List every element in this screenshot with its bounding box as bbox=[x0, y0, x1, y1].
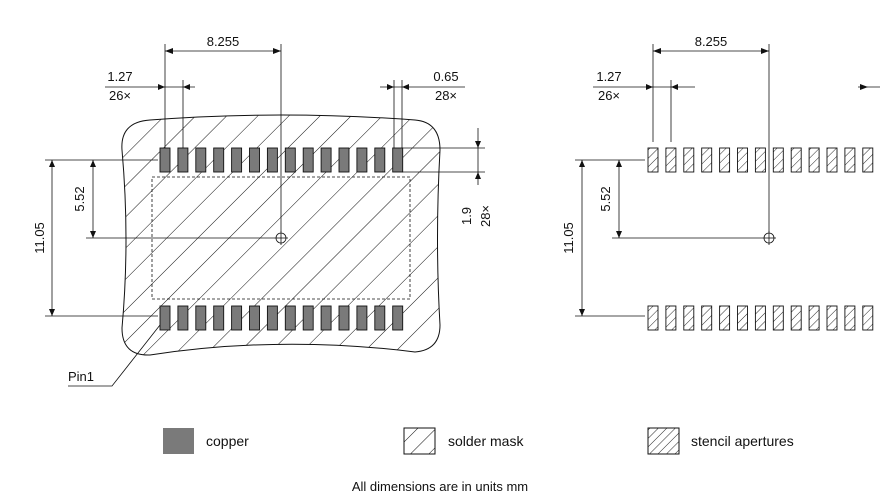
stencil-aperture bbox=[844, 305, 856, 331]
right-half-row-dim: 5.52 bbox=[598, 186, 613, 211]
stencil-aperture bbox=[719, 305, 731, 331]
stencil-aperture bbox=[683, 147, 695, 173]
stencil-aperture bbox=[737, 305, 748, 331]
units-note: All dimensions are in units mm bbox=[352, 479, 528, 494]
right-view: 8.255 1.27 26× 5.52 11.05 bbox=[561, 34, 880, 331]
stencil-aperture bbox=[862, 305, 874, 331]
copper-pad bbox=[213, 147, 225, 173]
stencil-aperture bbox=[826, 305, 838, 331]
copper-pad bbox=[231, 305, 243, 331]
copper-pad bbox=[159, 147, 171, 173]
left-pad-width-count: 28× bbox=[435, 88, 457, 103]
copper-pad bbox=[195, 147, 207, 173]
copper-pad bbox=[231, 147, 243, 173]
stencil-aperture bbox=[754, 147, 766, 173]
left-pitch-value: 1.27 bbox=[107, 69, 132, 84]
copper-pad bbox=[338, 305, 350, 331]
stencil-aperture bbox=[647, 305, 659, 331]
stencil-aperture bbox=[665, 305, 677, 331]
copper-pad bbox=[249, 305, 260, 331]
left-row-span-dim: 11.05 bbox=[32, 222, 47, 254]
legend-stencil-swatch bbox=[647, 427, 680, 455]
copper-pad bbox=[177, 305, 189, 331]
stencil-aperture bbox=[701, 305, 713, 331]
stencil-aperture bbox=[647, 147, 659, 173]
legend: copper solder mask stencil apertures bbox=[163, 427, 794, 455]
copper-pad bbox=[266, 147, 278, 173]
left-pads-bottom bbox=[159, 305, 404, 331]
legend-copper-swatch bbox=[163, 428, 194, 454]
copper-pad bbox=[392, 305, 404, 331]
stencil-aperture bbox=[844, 147, 856, 173]
copper-pad bbox=[356, 305, 368, 331]
stencil-aperture bbox=[701, 147, 713, 173]
copper-pad bbox=[213, 305, 225, 331]
copper-pad bbox=[374, 147, 386, 173]
stencil-aperture bbox=[808, 305, 820, 331]
copper-pad bbox=[338, 147, 350, 173]
stencil-aperture bbox=[862, 147, 874, 173]
left-half-row-dim: 5.52 bbox=[72, 186, 87, 211]
pin1-label: Pin1 bbox=[68, 369, 94, 384]
stencil-aperture bbox=[737, 147, 748, 173]
legend-stencil-label: stencil apertures bbox=[691, 433, 794, 449]
stencil-aperture bbox=[665, 147, 677, 173]
stencil-aperture bbox=[772, 147, 784, 173]
left-pads-top bbox=[159, 147, 404, 173]
stencil-aperture bbox=[790, 147, 802, 173]
stencil-aperture bbox=[808, 147, 820, 173]
right-stencil-bottom bbox=[647, 305, 874, 331]
copper-pad bbox=[266, 305, 278, 331]
stencil-aperture bbox=[754, 305, 766, 331]
left-pad-height-value: 1.9 bbox=[459, 207, 474, 225]
stencil-aperture bbox=[826, 147, 838, 173]
left-pad-height-count: 28× bbox=[478, 205, 493, 227]
copper-pad bbox=[177, 147, 189, 173]
copper-pad bbox=[320, 305, 332, 331]
right-span-dim: 8.255 bbox=[695, 34, 728, 49]
left-pitch-count: 26× bbox=[109, 88, 131, 103]
stencil-aperture bbox=[790, 305, 802, 331]
right-pitch-value: 1.27 bbox=[596, 69, 621, 84]
stencil-aperture bbox=[719, 147, 731, 173]
stencil-aperture bbox=[683, 305, 695, 331]
legend-solder-mask-label: solder mask bbox=[448, 433, 524, 449]
copper-pad bbox=[356, 147, 368, 173]
legend-solder-mask-swatch bbox=[403, 427, 436, 455]
copper-pad bbox=[374, 305, 386, 331]
right-stencil-top bbox=[647, 147, 874, 173]
copper-pad bbox=[159, 305, 171, 331]
stencil-aperture bbox=[772, 305, 784, 331]
left-pad-width-value: 0.65 bbox=[433, 69, 458, 84]
copper-pad bbox=[392, 147, 404, 173]
copper-pad bbox=[302, 147, 314, 173]
left-view: 8.255 1.27 26× 0.65 28× 1.9 28× 5.52 11.… bbox=[32, 34, 493, 387]
copper-pad bbox=[284, 305, 296, 331]
left-span-dim: 8.255 bbox=[207, 34, 240, 49]
copper-pad bbox=[302, 305, 314, 331]
legend-copper-label: copper bbox=[206, 433, 249, 449]
right-pitch-count: 26× bbox=[598, 88, 620, 103]
copper-pad bbox=[249, 147, 260, 173]
copper-pad bbox=[284, 147, 296, 173]
copper-pad bbox=[195, 305, 207, 331]
right-row-span-dim: 11.05 bbox=[561, 222, 576, 254]
copper-pad bbox=[320, 147, 332, 173]
